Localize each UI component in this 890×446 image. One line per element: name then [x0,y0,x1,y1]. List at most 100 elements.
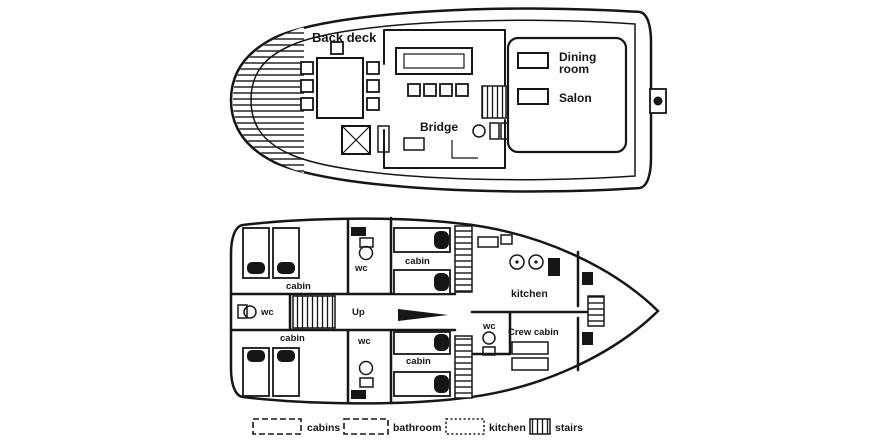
bow-fixtures [582,272,605,345]
kitchen-label: kitchen [511,288,548,300]
pillow [247,262,265,274]
bunk-bed [511,357,549,371]
bridge-seat [423,83,437,97]
deck-hatch-box [341,125,390,155]
crossed-box [341,125,371,155]
counter [500,234,513,245]
helm-fixture [489,122,500,140]
counter [477,236,499,248]
legend-swatch-stairs [529,418,551,435]
dining-room-label-line2: room [559,62,589,76]
bridge-console-panel [403,53,465,69]
dining-table-group [300,41,380,119]
toilet-icon [358,360,374,376]
wc-left-fixtures [237,304,257,319]
stove-burner-dot [515,260,519,264]
dining-room-label-line1: Dining [559,50,596,64]
bridge-seat [439,83,453,97]
pillow [277,350,295,362]
wc-crew-fixtures [482,331,496,356]
helm-wheel-icon [472,124,486,138]
pillow [434,231,449,249]
up-label: Up [352,307,365,318]
salon-structure [506,36,628,154]
bed-group-mid-bottom [393,331,451,397]
crossed-box-x [341,125,371,155]
pillow [247,350,265,362]
deck-locker [377,125,390,153]
bridge-console [395,47,473,75]
bed-group-left-bottom [242,347,300,397]
crew-bunks [511,341,549,371]
pillow [277,262,295,274]
chair-icon [366,61,380,75]
crew-cabin-label: Crew cabin [508,327,559,338]
stove-burner-dot [534,260,538,264]
back-deck-label: Back deck [312,30,377,45]
bridge-label: Bridge [420,120,458,134]
chair-icon [300,61,314,75]
bed-group-mid-top [393,227,451,295]
wc-bottom-fixtures [351,360,374,399]
stairs-icon [587,295,605,327]
pillow [434,375,449,393]
bunk-bed [511,341,549,355]
legend-label-stairs: stairs [555,422,583,434]
bridge-seat [455,83,469,97]
bridge-partition [451,140,478,159]
bow-deck-hatch [233,27,304,173]
cabinet [351,390,366,399]
chair-icon [366,97,380,111]
salon-outline [506,36,628,154]
upper-cabin-walls [383,29,506,169]
chair-icon [330,41,344,55]
up-arrow-icon [398,309,448,321]
bed-group-left-top [242,227,300,279]
lower-interior-walls [229,216,594,405]
toilet-icon [358,245,374,261]
salon-table [517,88,549,105]
stern-platform [649,88,667,114]
stern-cleat-dot [653,96,663,106]
kitchen-fixtures [477,234,560,276]
deck-inner-line [250,19,636,181]
stairs-icon [292,295,336,329]
stairs-icon [454,335,473,399]
dining-table [316,57,364,119]
legend-swatch-kitchen [445,418,485,435]
cabin-label: cabin [280,333,305,344]
stairs-icon [454,225,473,293]
stove-burner-icon [509,254,525,270]
wc-top-fixtures [351,227,374,261]
wc-label: wc [354,263,368,274]
cabin-label: cabin [405,256,430,267]
toilet-icon [482,331,496,345]
toilet-tank [359,377,374,388]
sink [237,304,248,319]
stairs-icon [481,85,507,119]
cabin-label: cabin [406,356,431,367]
salon-label: Salon [559,91,592,105]
bridge-group [395,47,478,159]
pillow [434,334,449,351]
cabin-label: cabin [286,281,311,292]
upper-deck-plan: Back deck Bridge Dining room Salon [229,7,667,193]
pillow [434,273,449,291]
sink [482,346,496,356]
lower-deck-plan: cabin cabin cabin cabin wc wc wc wc Up k… [229,216,660,405]
legend-label-cabins: cabins [307,422,340,434]
toilet-icon [243,305,257,319]
wc-label: wc [482,321,496,332]
legend-label-kitchen: kitchen [489,422,526,434]
chair-icon [300,79,314,93]
legend-label-bathroom: bathroom [393,422,441,434]
locker [582,332,593,345]
chair-icon [300,97,314,111]
dining-room-table [517,52,549,69]
wc-label: wc [260,307,274,318]
bridge-seat [407,83,421,97]
fridge [548,258,560,276]
legend-swatch-bathroom [343,418,389,435]
